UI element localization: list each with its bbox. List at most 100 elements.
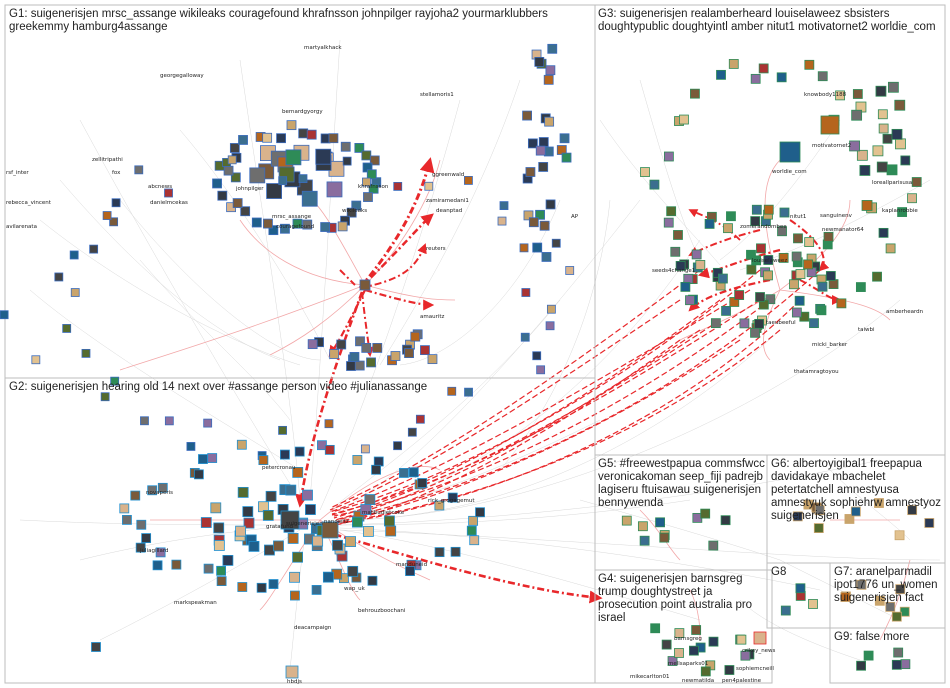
- user-avatar-node: [763, 270, 773, 281]
- user-avatar-node: [840, 592, 851, 602]
- user-avatar-node: [823, 231, 834, 242]
- user-avatar-node: [780, 605, 791, 616]
- user-avatar-node: [346, 207, 357, 218]
- user-avatar-node: [285, 665, 299, 679]
- user-avatar-node: [817, 281, 828, 292]
- user-avatar-node: [393, 181, 403, 191]
- user-avatar-node: [342, 156, 352, 166]
- user-avatar-node: [708, 540, 719, 551]
- user-avatar-node: [186, 442, 196, 451]
- user-avatar-node: [399, 468, 409, 478]
- user-avatar-node: [813, 523, 824, 534]
- node-label-bernardgyorgy: bernardgyorgy: [282, 109, 323, 115]
- user-avatar-node: [536, 365, 546, 375]
- user-avatar-node: [100, 392, 110, 402]
- user-avatar-node: [336, 339, 347, 350]
- user-avatar-node: [390, 351, 401, 361]
- node-label-martyalkhack: martyalkhack: [304, 45, 342, 51]
- node-label-zomerandombee: zomerandombee: [740, 224, 787, 230]
- highlight-edges: [119, 159, 911, 641]
- node-label-knowbody1188: knowbody1188: [804, 92, 847, 98]
- user-avatar-node: [532, 351, 542, 361]
- user-avatar-node: [679, 114, 689, 125]
- user-avatar-node: [793, 233, 803, 244]
- user-avatar-node: [359, 279, 371, 291]
- user-avatar-node: [464, 176, 473, 185]
- user-avatar-node: [102, 211, 112, 220]
- group-label-g5: G5: #freewestpapua commsfwcc veronicakom…: [598, 458, 765, 509]
- user-avatar-node: [286, 120, 297, 131]
- user-avatar-node: [349, 352, 360, 362]
- user-avatar-node: [777, 226, 787, 237]
- user-avatar-node: [312, 535, 324, 547]
- user-avatar-node: [31, 355, 41, 365]
- user-avatar-node: [539, 220, 550, 231]
- user-avatar-node: [755, 292, 765, 302]
- user-avatar-node: [750, 216, 761, 226]
- user-avatar-node: [134, 165, 144, 175]
- user-avatar-node: [849, 140, 861, 152]
- user-avatar-node: [639, 535, 650, 546]
- user-avatar-node: [680, 281, 691, 292]
- user-avatar-node: [659, 532, 670, 543]
- node-label-stellamoris1: stellamoris1: [420, 92, 454, 98]
- user-avatar-node: [670, 246, 681, 257]
- user-avatar-node: [251, 217, 262, 228]
- user-avatar-node: [203, 563, 214, 574]
- user-avatar-node: [828, 279, 839, 289]
- user-avatar-node: [213, 540, 225, 551]
- user-avatar-node: [545, 199, 556, 210]
- user-avatar-node: [911, 177, 922, 187]
- node-labels: rsf_inter rebecca_vincent avilarenata ze…: [6, 45, 924, 685]
- user-avatar-node: [746, 264, 757, 275]
- node-label-rebecca-vincent: rebecca_vincent: [6, 200, 52, 206]
- user-avatar-node: [894, 99, 906, 111]
- user-avatar-node: [779, 141, 801, 163]
- node-label-worldie-com: worldie_com: [772, 169, 807, 175]
- node-label-newmanator64: newmanator64: [822, 227, 864, 233]
- user-avatar-node: [856, 579, 867, 590]
- user-avatar-node: [538, 162, 549, 172]
- user-avatar-node: [817, 71, 828, 82]
- user-avatar-node: [268, 225, 279, 236]
- user-avatar-node: [368, 183, 379, 194]
- user-avatar-node: [844, 514, 855, 524]
- user-avatar-node: [872, 145, 884, 157]
- user-avatar-node: [795, 269, 806, 279]
- user-avatar-node: [897, 207, 908, 217]
- user-avatar-node: [666, 206, 677, 217]
- user-avatar-node: [447, 492, 458, 503]
- user-avatar-node: [877, 109, 888, 120]
- node-label-newmatilda: newmatilda: [682, 678, 714, 684]
- user-avatar-node: [791, 251, 802, 262]
- node-label-zamiramedani1: zamiramedani1: [426, 198, 469, 204]
- user-avatar-node: [361, 150, 372, 161]
- user-avatar-node: [237, 486, 249, 498]
- user-avatar-node: [710, 318, 721, 329]
- user-avatar-node: [674, 628, 685, 639]
- user-avatar-node: [70, 288, 80, 297]
- user-avatar-node: [900, 155, 911, 166]
- node-label-loreallparisusa: loreallparisusa: [872, 180, 912, 186]
- node-label-deacampaign: deacampaign: [294, 625, 332, 631]
- user-avatar-node: [363, 192, 373, 202]
- user-avatar-node: [302, 489, 313, 501]
- user-avatar-node: [885, 243, 896, 254]
- user-avatar-node: [683, 273, 694, 284]
- user-avatar-node: [258, 455, 269, 466]
- user-avatar-node: [262, 509, 274, 521]
- node-label-manduneid: manduneid: [396, 562, 427, 568]
- user-avatar-node: [663, 217, 674, 228]
- user-avatar-node: [54, 272, 64, 282]
- user-avatar-node: [290, 590, 300, 601]
- user-avatar-node: [663, 151, 674, 162]
- user-avatar-node: [734, 290, 745, 300]
- user-avatar-node: [354, 360, 365, 371]
- user-avatar-node: [621, 515, 632, 526]
- user-avatar-node: [791, 307, 802, 318]
- user-avatar-node: [872, 271, 882, 282]
- user-avatar-node: [835, 90, 845, 101]
- user-avatar-node: [899, 606, 910, 617]
- user-avatar-node: [407, 427, 417, 437]
- user-avatar-node: [216, 565, 226, 576]
